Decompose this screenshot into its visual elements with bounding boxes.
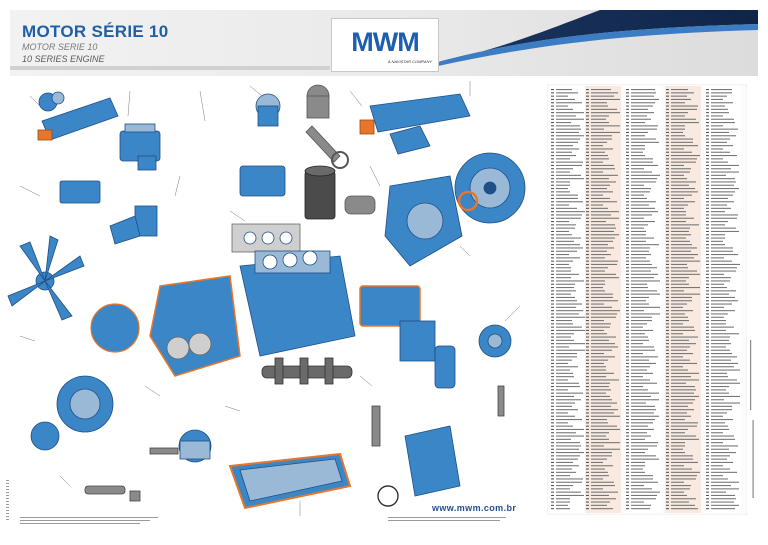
oil-filter-icon (434, 345, 456, 389)
oil-pan-icon (228, 452, 352, 510)
engine-block-icon (239, 250, 356, 357)
footer-url[interactable]: www.mwm.com.br (432, 503, 517, 513)
water-pump-icon (478, 324, 512, 358)
exhaust-manifold-icon (359, 93, 471, 155)
alternator-icon (178, 429, 212, 463)
bracket-icon (59, 180, 158, 245)
piston-icon (255, 84, 330, 127)
subtitle-pt: MOTOR SERIE 10 (22, 42, 98, 52)
subtitle-en: 10 SERIES ENGINE (22, 54, 105, 64)
connecting-rod-icon (305, 125, 349, 169)
side-vertical-fineprint (749, 340, 755, 500)
starter-motor-icon (344, 195, 376, 215)
page-title: MOTOR SÉRIE 10 (22, 22, 169, 41)
oil-cooler-icon (359, 285, 436, 362)
exploded-engine-illustration (7, 81, 526, 516)
footer-fineprint-left (20, 517, 160, 527)
timing-cover-icon (149, 275, 241, 377)
logo-text: MWM (351, 27, 419, 57)
crankshaft-icon (261, 357, 353, 385)
parts-list-table (547, 84, 747, 515)
fan-icon (7, 235, 85, 321)
left-vertical-fineprint (6, 480, 9, 520)
flywheel-icon (454, 152, 526, 224)
brand-logo: MWM A NAVISTAR COMPANY (331, 18, 439, 72)
pulley-icon (30, 303, 140, 451)
hardware-icon (84, 385, 505, 502)
flywheel-housing-icon (384, 175, 463, 267)
logo-tagline: A NAVISTAR COMPANY (387, 59, 432, 64)
footer-fineprint-right (388, 517, 508, 527)
intake-manifold-icon (37, 91, 119, 141)
cylinder-liner-icon (304, 165, 336, 220)
cylinder-head-icon (231, 165, 301, 253)
fuel-pump-icon (119, 123, 161, 171)
rear-housing-icon (377, 425, 461, 507)
